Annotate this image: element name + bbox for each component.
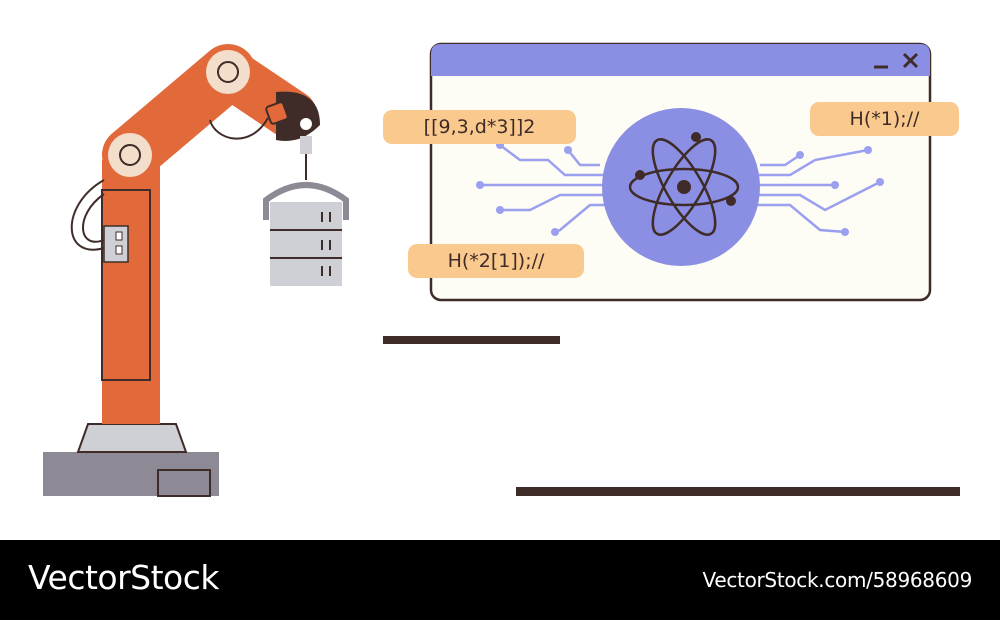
robot-arm (43, 44, 349, 497)
divider-line (383, 336, 560, 344)
robot-cable-left (70, 179, 105, 251)
circuit-nodes-left (476, 141, 572, 236)
robot-joint-lower (108, 133, 152, 177)
atom-icon (628, 138, 740, 236)
watermark-footer: VectorStock VectorStock.com/58968609 (0, 540, 1000, 620)
robot-head-bolt (300, 118, 312, 130)
circuit-lines-right (755, 148, 881, 234)
bucket-handle (263, 182, 349, 220)
robot-column (102, 160, 160, 424)
connector-port (115, 245, 123, 255)
robot-hook (300, 136, 312, 154)
window-titlebar (431, 44, 930, 76)
code-tag: [[9,3,d*3]]2 (383, 110, 576, 144)
close-icon[interactable] (902, 52, 919, 69)
robot-joint-lower-ring (119, 144, 141, 166)
divider-line (516, 487, 960, 496)
browser-window (429, 42, 932, 302)
robot-joint-upper (206, 50, 250, 94)
robot-column-groove (101, 189, 151, 381)
brand-logo: VectorStock (28, 558, 220, 597)
robot-cable-top (209, 117, 269, 140)
connector-port (115, 231, 123, 241)
illustration-scene (43, 42, 960, 497)
robot-joint-upper-ring (217, 61, 239, 83)
atom-electron (635, 170, 645, 180)
robot-base (43, 452, 219, 496)
code-tag: H(*2[1]);// (408, 244, 584, 278)
robot-cable-left-2 (82, 193, 105, 243)
atom-nucleus (677, 180, 691, 194)
robot-head-tag (265, 101, 289, 125)
circuit-nodes-right (796, 146, 884, 236)
stock-id: VectorStock.com/58968609 (702, 568, 973, 592)
circuit-lines-left (480, 144, 605, 234)
robot-base-top (76, 423, 188, 453)
code-tag: H(*1);// (810, 102, 959, 136)
robot-base-panel (157, 469, 211, 497)
bucket (270, 202, 342, 286)
atom-electron (691, 132, 701, 142)
robot-connector (103, 225, 129, 263)
atom-electron (726, 196, 736, 206)
